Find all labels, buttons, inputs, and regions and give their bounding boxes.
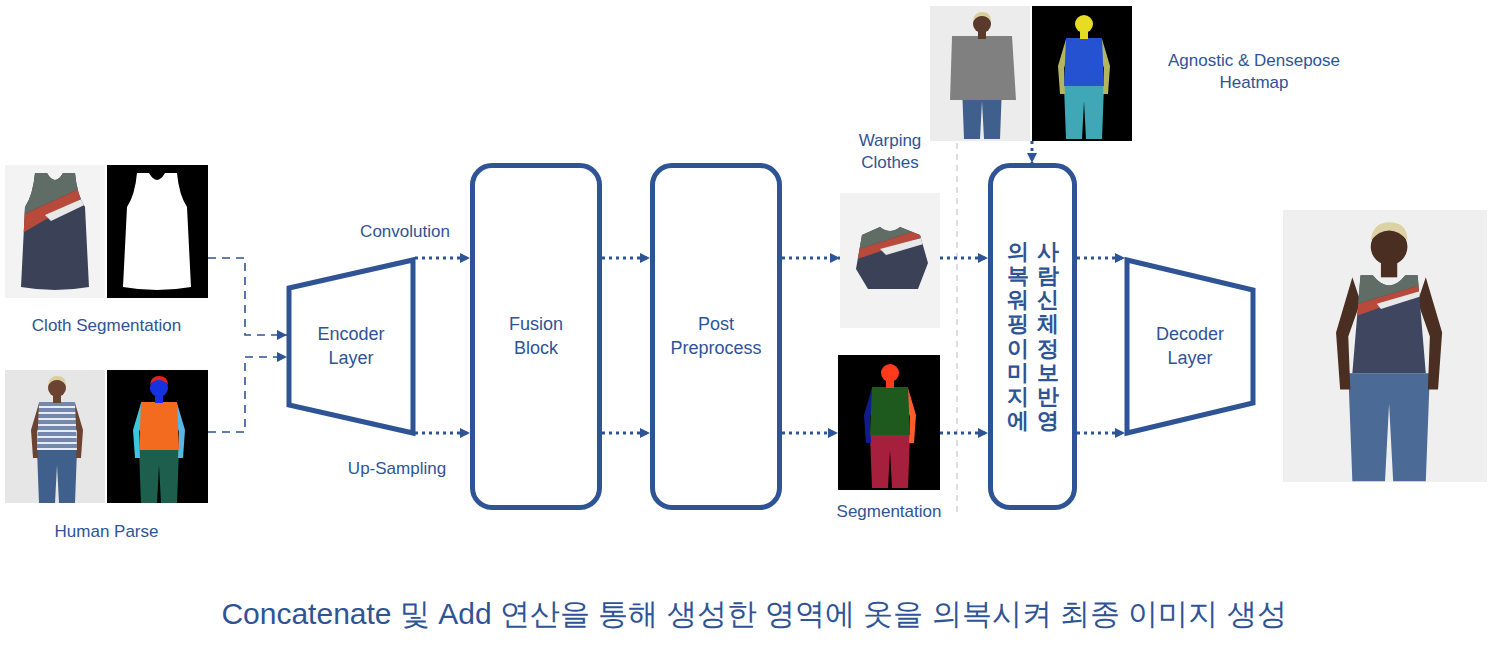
agnostic-photo-part: [950, 36, 1016, 100]
cloth-photo-part: [5, 177, 105, 243]
densepose-map: [1032, 6, 1132, 141]
encoder-block: Encoder Layer: [287, 258, 415, 435]
image-caption: Cloth Segmentation: [5, 315, 208, 337]
densepose-map-part: [1064, 38, 1104, 86]
flow-arrow: [1031, 141, 1034, 163]
human-parse-map-part: [139, 402, 179, 450]
agnostic-photo-part: [973, 12, 991, 21]
image-group: Human Parse: [5, 370, 208, 550]
flow-arrow: [1077, 432, 1125, 435]
image-group: Agnostic & Densepose Heatmap: [930, 6, 1360, 141]
human-parse-map-part: [107, 370, 208, 503]
process-box: Post Preprocess: [650, 163, 782, 510]
result-photo-part: [1348, 373, 1430, 481]
cloth-mask-part: [123, 173, 191, 290]
trapezoid-outline: [1127, 260, 1253, 433]
cloth-photo-part: [5, 165, 105, 223]
trapezoid-shape: [287, 258, 415, 435]
guide-line: [956, 143, 958, 515]
block-label: Post Preprocess: [666, 313, 766, 360]
cloth-mask: [107, 165, 208, 298]
cloth-photo-part: [45, 189, 105, 221]
warped-cloth-part: [840, 193, 940, 265]
result-photo: [1283, 210, 1487, 482]
cloth-photo-part: [5, 165, 105, 298]
cloth-mask-part: [107, 165, 208, 298]
segmentation-map-part: [870, 387, 910, 435]
flow-arrow: [782, 432, 838, 435]
flow-arrow: [940, 257, 988, 260]
vertical-label: 사람 신체 정보 반영: [1037, 240, 1059, 434]
flow-arrow: [208, 258, 287, 335]
flow-arrow: [782, 257, 840, 260]
process-box: Fusion Block: [470, 163, 602, 510]
flow-arrow: [1077, 257, 1125, 260]
warped-cloth: [840, 193, 940, 328]
flow-arrow: [415, 432, 470, 435]
result-photo-part: [1377, 290, 1426, 309]
result-photo-part: [1283, 210, 1487, 482]
segmentation-map-part: [838, 355, 940, 490]
process-box: 의복 워핑 이미지에 사람 신체 정보 반영: [988, 163, 1077, 510]
flow-arrow: [415, 257, 470, 260]
decoder-block: Decoder Layer: [1125, 258, 1255, 435]
flow-arrow: [208, 357, 287, 432]
warped-cloth-part: [880, 233, 940, 255]
flow-arrow: [602, 257, 650, 260]
image-group: Cloth Segmentation: [5, 165, 208, 345]
densepose-map-part: [1032, 6, 1132, 141]
warped-cloth-part: [840, 223, 940, 265]
warped-cloth-part: [840, 193, 940, 328]
human-photo-part: [37, 402, 77, 450]
segmentation-map: [838, 355, 940, 490]
human-parse-map-part: [150, 376, 168, 385]
block-label: Fusion Block: [496, 313, 576, 360]
edge-label: Convolution: [357, 222, 453, 242]
cloth-photo: [5, 165, 105, 298]
human-parse-map: [107, 370, 208, 503]
flow-arrow: [602, 432, 650, 435]
segmentation-map-part: [870, 435, 910, 488]
human-photo-part: [37, 450, 77, 503]
image-group: Warping Clothes: [840, 130, 940, 328]
human-parse-map-part: [139, 450, 179, 503]
agnostic-photo-part: [930, 6, 1030, 141]
agnostic-photo: [930, 6, 1030, 141]
flow-arrow: [940, 432, 988, 435]
result-photo-part: [1344, 271, 1426, 320]
human-photo-part: [5, 370, 105, 503]
vertical-label: 의복 워핑 이미지에: [1007, 240, 1029, 434]
trapezoid-shape: [1125, 258, 1255, 435]
human-photo: [5, 370, 105, 503]
cloth-photo-part: [5, 165, 105, 243]
vertical-text-group: 의복 워핑 이미지에 사람 신체 정보 반영: [1007, 240, 1059, 434]
human-photo-part: [48, 376, 66, 385]
image-caption: Human Parse: [5, 521, 208, 543]
edge-label: Up-Sampling: [345, 459, 449, 479]
block-label: Encoder Layer: [311, 323, 391, 370]
image-caption: Agnostic & Densepose Heatmap: [1148, 50, 1360, 94]
image-caption: Warping Clothes: [835, 130, 945, 174]
result-photo-part: [1344, 283, 1426, 320]
trapezoid-outline: [289, 260, 413, 433]
result-photo-part: [1371, 222, 1408, 240]
block-label: Decoder Layer: [1150, 323, 1230, 370]
image-caption: Segmentation: [828, 501, 950, 523]
image-group: Segmentation: [838, 355, 940, 525]
densepose-map-part: [1064, 86, 1104, 139]
figure-caption: Concatenate 및 Add 연산을 통해 생성한 영역에 옷을 의복시켜…: [0, 594, 1508, 635]
densepose-map-part: [1075, 15, 1093, 33]
segmentation-map-part: [881, 364, 899, 382]
